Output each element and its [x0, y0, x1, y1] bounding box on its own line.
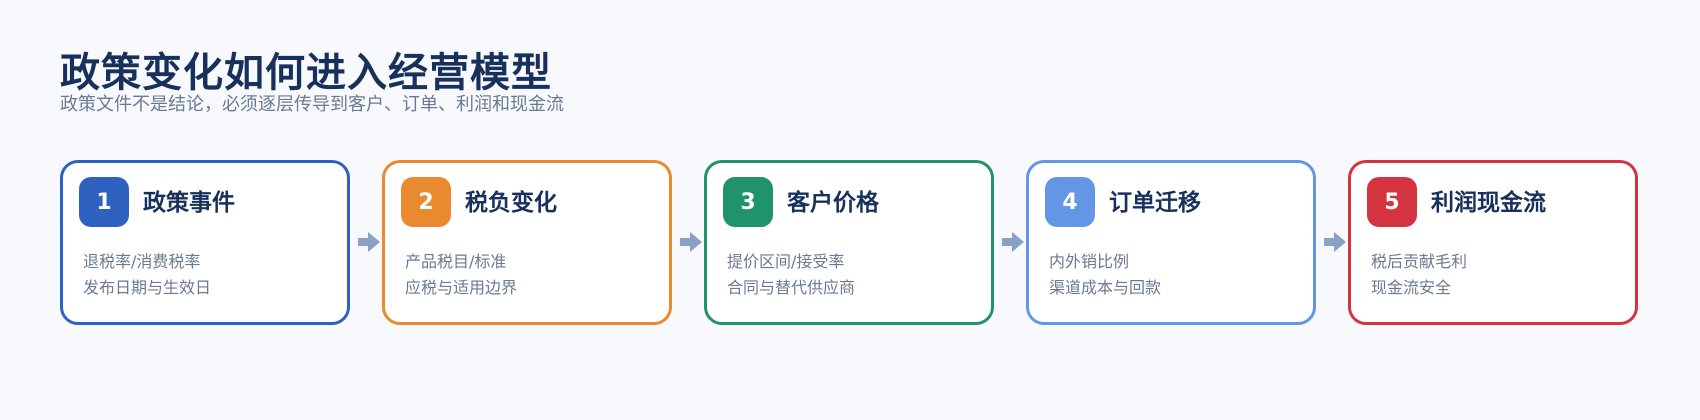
step-detail-line: 合同与替代供应商 [727, 278, 856, 297]
step-number-badge: 2 [401, 177, 451, 227]
step-number-badge: 5 [1367, 177, 1417, 227]
step-number-badge: 3 [723, 177, 773, 227]
step-details: 内外销比例 渠道成本与回款 [1049, 249, 1161, 301]
step-card-5: 5 利润现金流 税后贡献毛利 现金流安全 [1348, 160, 1638, 325]
step-detail-line: 现金流安全 [1371, 278, 1452, 297]
step-detail-line: 发布日期与生效日 [83, 278, 212, 297]
step-title: 订单迁移 [1109, 190, 1201, 216]
step-details: 产品税目/标准 应税与适用边界 [405, 249, 517, 301]
arrow-right-icon [1002, 232, 1024, 252]
arrow-right-icon [358, 232, 380, 252]
step-title: 客户价格 [787, 190, 879, 216]
page-title: 政策变化如何进入经营模型 [60, 50, 552, 96]
step-detail-line: 产品税目/标准 [405, 252, 507, 271]
step-title: 税负变化 [465, 190, 557, 216]
step-details: 税后贡献毛利 现金流安全 [1371, 249, 1467, 301]
step-card-1: 1 政策事件 退税率/消费税率 发布日期与生效日 [60, 160, 350, 325]
step-card-3: 3 客户价格 提价区间/接受率 合同与替代供应商 [704, 160, 994, 325]
step-number-badge: 4 [1045, 177, 1095, 227]
step-title: 政策事件 [143, 190, 235, 216]
arrow-right-icon [680, 232, 702, 252]
step-detail-line: 退税率/消费税率 [83, 252, 201, 271]
step-detail-line: 内外销比例 [1049, 252, 1130, 271]
step-card-4: 4 订单迁移 内外销比例 渠道成本与回款 [1026, 160, 1316, 325]
step-details: 提价区间/接受率 合同与替代供应商 [727, 249, 855, 301]
step-card-2: 2 税负变化 产品税目/标准 应税与适用边界 [382, 160, 672, 325]
step-number-badge: 1 [79, 177, 129, 227]
step-detail-line: 提价区间/接受率 [727, 252, 845, 271]
page-subtitle: 政策文件不是结论，必须逐层传导到客户、订单、利润和现金流 [60, 94, 564, 115]
step-detail-line: 渠道成本与回款 [1049, 278, 1162, 297]
step-title: 利润现金流 [1431, 190, 1546, 216]
step-detail-line: 应税与适用边界 [405, 278, 518, 297]
step-details: 退税率/消费税率 发布日期与生效日 [83, 249, 211, 301]
process-flow: 1 政策事件 退税率/消费税率 发布日期与生效日 2 税负变化 产品税目/标准 … [60, 160, 1640, 330]
step-detail-line: 税后贡献毛利 [1371, 252, 1468, 271]
arrow-right-icon [1324, 232, 1346, 252]
